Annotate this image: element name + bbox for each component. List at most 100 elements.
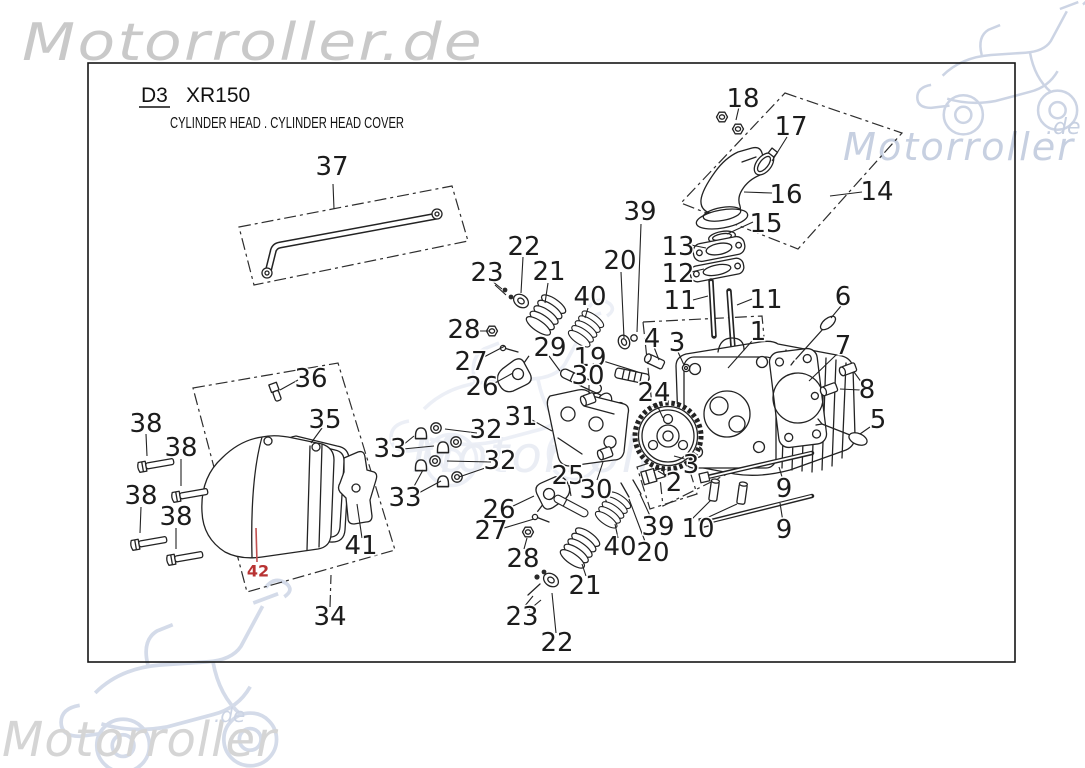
part-label-35: 35 bbox=[308, 405, 341, 435]
part-4-bolt bbox=[643, 353, 666, 370]
part-label-7: 7 bbox=[835, 331, 852, 361]
part-23-valve-cotters bbox=[502, 287, 547, 596]
part-label-5: 5 bbox=[870, 405, 887, 435]
part-36-bolt bbox=[268, 381, 282, 402]
part-label-31: 31 bbox=[504, 402, 537, 432]
part-label-39: 39 bbox=[641, 512, 674, 542]
part-label-27: 27 bbox=[454, 347, 487, 377]
part-29-rocker-shaft bbox=[559, 368, 603, 394]
part-label-24: 24 bbox=[637, 378, 670, 408]
group-box-34 bbox=[192, 362, 396, 593]
part-label-27: 27 bbox=[474, 516, 507, 546]
part-label-18: 18 bbox=[726, 84, 759, 114]
model-name: XR150 bbox=[186, 84, 250, 107]
part-label-4: 4 bbox=[644, 324, 661, 354]
part-label-40: 40 bbox=[603, 532, 636, 562]
leader-lines bbox=[139, 106, 871, 634]
part-label-21: 21 bbox=[532, 257, 565, 287]
part-39-pins bbox=[630, 334, 642, 495]
part-label-11: 11 bbox=[749, 285, 782, 315]
part-label-20: 20 bbox=[603, 246, 636, 276]
watermark-top-left: Motorroller.de bbox=[22, 13, 484, 73]
part-label-38: 38 bbox=[164, 433, 197, 463]
title-block: D3 XR150 CYLINDER HEAD . CYLINDER HEAD C… bbox=[139, 84, 404, 132]
part-label-15: 15 bbox=[749, 209, 782, 239]
part-label-23: 23 bbox=[505, 602, 538, 632]
part-label-13: 13 bbox=[661, 232, 694, 262]
watermark-bottom-left: Motorroller .de bbox=[2, 578, 292, 768]
part-5-exhaust-valve bbox=[815, 418, 868, 446]
part-label-41: 41 bbox=[344, 531, 377, 561]
part-label-12: 12 bbox=[661, 259, 694, 289]
part-20-stem-seals bbox=[617, 334, 631, 498]
part-label-3: 3 bbox=[683, 450, 700, 480]
part-label-32: 32 bbox=[469, 415, 502, 445]
watermark-top-right: Motorroller .de bbox=[843, 0, 1085, 169]
part-label-21: 21 bbox=[568, 571, 601, 601]
part-label-22: 22 bbox=[540, 628, 573, 658]
part-label-37: 37 bbox=[315, 152, 348, 182]
part-6-intake-valve bbox=[790, 315, 837, 366]
part-9-studs bbox=[698, 450, 815, 529]
part-label-23: 23 bbox=[470, 258, 503, 288]
part-label-40: 40 bbox=[573, 282, 606, 312]
part-label-9: 9 bbox=[776, 474, 793, 504]
part-label-19: 19 bbox=[573, 343, 606, 373]
part-label-30: 30 bbox=[579, 475, 612, 505]
watermark-top-right-tld: .de bbox=[1046, 115, 1081, 140]
part-13-insulator bbox=[692, 235, 746, 263]
watermark-bottom-left-tld: .de bbox=[214, 703, 245, 727]
part-label-33: 33 bbox=[388, 483, 421, 513]
part-label-9: 9 bbox=[776, 515, 793, 545]
watermark-top-left-text: Motorroller.de bbox=[22, 13, 484, 73]
part-18-nuts bbox=[715, 111, 745, 135]
part-25-rocker-shaft bbox=[553, 494, 589, 518]
part-1-cylinder-head bbox=[675, 337, 856, 476]
part-label-26: 26 bbox=[482, 495, 515, 525]
part-label-11: 11 bbox=[663, 286, 696, 316]
part-label-36: 36 bbox=[294, 364, 327, 394]
part-42-head-cover bbox=[201, 435, 335, 559]
part-label-8: 8 bbox=[859, 375, 876, 405]
part-label-28: 28 bbox=[447, 315, 480, 345]
part-label-3: 3 bbox=[669, 328, 686, 358]
part-label-2: 2 bbox=[666, 468, 683, 498]
diagram-subtitle: CYLINDER HEAD . CYLINDER HEAD COVER bbox=[170, 115, 404, 132]
leader-42-red bbox=[255, 527, 258, 563]
part-label-10: 10 bbox=[681, 514, 714, 544]
leader-34 bbox=[329, 574, 332, 608]
part-10-dowel-pins bbox=[707, 477, 749, 506]
part-label-29: 29 bbox=[533, 333, 566, 363]
part-37-breather-hose bbox=[261, 208, 443, 279]
part-label-1: 1 bbox=[750, 317, 767, 347]
part-label-14: 14 bbox=[860, 177, 893, 207]
watermark-bottom-left-text: Motorroller bbox=[2, 712, 279, 768]
part-19-tappet bbox=[614, 367, 650, 385]
part-label-38: 38 bbox=[124, 481, 157, 511]
part-12-gasket bbox=[689, 257, 745, 283]
part-label-33: 33 bbox=[373, 434, 406, 464]
watermark-top-right-text: Motorroller bbox=[843, 125, 1075, 169]
part-label-38: 38 bbox=[159, 502, 192, 532]
part-label-39: 39 bbox=[623, 197, 656, 227]
page-code: D3 bbox=[141, 84, 168, 107]
part-16-intake-manifold bbox=[695, 146, 767, 230]
part-41-plate bbox=[337, 450, 378, 525]
group-box-14 bbox=[679, 92, 904, 250]
part-label-28: 28 bbox=[506, 544, 539, 574]
part-label-30: 30 bbox=[571, 361, 604, 391]
part-label-20: 20 bbox=[636, 538, 669, 568]
part-label-34: 34 bbox=[313, 602, 346, 632]
group-box-37 bbox=[238, 185, 469, 286]
part-label-38: 38 bbox=[129, 409, 162, 439]
part-label-16: 16 bbox=[769, 180, 802, 210]
part-label-22: 22 bbox=[507, 232, 540, 262]
part-label-25: 25 bbox=[551, 461, 584, 491]
part-label-42: 42 bbox=[247, 562, 269, 581]
part-label-32: 32 bbox=[483, 446, 516, 476]
part-label-17: 17 bbox=[774, 112, 807, 142]
diagram-border bbox=[87, 62, 1016, 663]
